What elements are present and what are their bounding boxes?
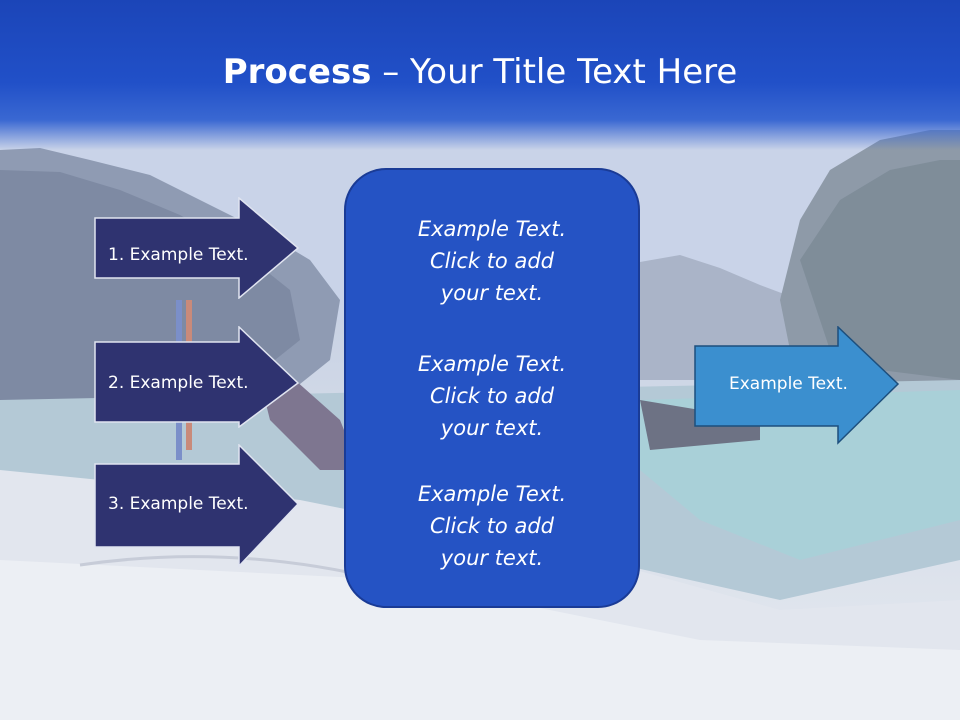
title-rest-text: – Your Title Text Here — [371, 52, 738, 92]
center-text-block-3[interactable]: Example Text. Click to add your text. — [344, 478, 640, 574]
center-line: Click to add — [429, 384, 554, 408]
slide-title[interactable]: Process – Your Title Text Here — [0, 52, 960, 92]
center-text-block-1[interactable]: Example Text. Click to add your text. — [344, 213, 640, 309]
center-line: your text. — [440, 546, 544, 570]
result-label: Example Text. — [729, 374, 848, 394]
step-label-2: 2. Example Text. — [108, 373, 249, 393]
step-label-1: 1. Example Text. — [108, 245, 249, 265]
center-line: your text. — [440, 416, 544, 440]
center-line: Click to add — [429, 514, 554, 538]
title-bar — [0, 0, 960, 150]
center-line: Example Text. — [417, 217, 567, 241]
center-line: Click to add — [429, 249, 554, 273]
center-line: Example Text. — [417, 352, 567, 376]
center-text-block-2[interactable]: Example Text. Click to add your text. — [344, 348, 640, 444]
center-content-box[interactable] — [344, 168, 640, 608]
step-label-3: 3. Example Text. — [108, 494, 249, 514]
step-arrow-3[interactable] — [94, 444, 300, 568]
center-line: Example Text. — [417, 482, 567, 506]
center-line: your text. — [440, 281, 544, 305]
result-arrow[interactable] — [694, 326, 900, 446]
step-arrow-1[interactable] — [94, 197, 300, 299]
step-arrow-2[interactable] — [94, 326, 300, 428]
title-bold-text: Process — [222, 52, 372, 92]
